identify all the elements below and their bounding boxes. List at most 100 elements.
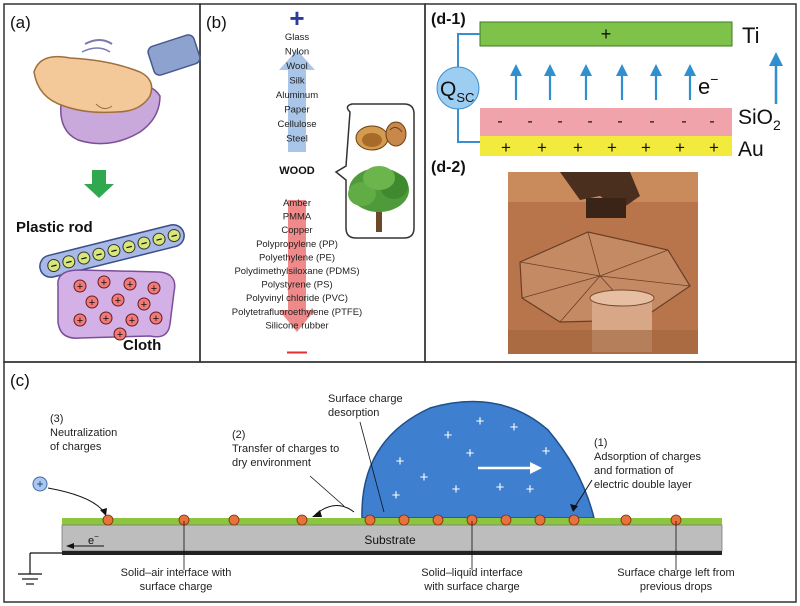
upper-material-item: Silk bbox=[289, 76, 305, 87]
neutralization-arrow bbox=[47, 487, 105, 513]
positive-charge-sign: + bbox=[153, 313, 159, 325]
upper-material-list: GlassNylonWoolSilkAluminumPaperCellulose… bbox=[276, 32, 318, 145]
au-positive-sign: + bbox=[641, 138, 651, 157]
positive-charge bbox=[73, 279, 87, 293]
drop-positive-sign: + bbox=[510, 419, 519, 436]
lower-material-item: Polystyrene (PS) bbox=[261, 280, 332, 291]
surface-charge bbox=[364, 514, 376, 526]
wood-label: WOOD bbox=[279, 165, 314, 177]
hand bbox=[33, 55, 153, 114]
electron-arrowhead bbox=[544, 64, 556, 76]
drop-positive-sign: + bbox=[392, 487, 401, 504]
drop-positive-sign: + bbox=[496, 479, 505, 496]
substrate-label: Substrate bbox=[364, 533, 416, 547]
mars-lander-photo bbox=[508, 172, 698, 354]
electron-flow-label: e− bbox=[88, 532, 99, 547]
annotation-line: (1) bbox=[594, 437, 607, 449]
upper-material-item: Nylon bbox=[285, 47, 309, 58]
plastic-rod-label: Plastic rod bbox=[16, 219, 93, 236]
annotation-line: and formation of bbox=[594, 465, 674, 477]
positive-charge bbox=[111, 293, 125, 307]
sio2-negative-sign: - bbox=[681, 113, 686, 130]
negative-charge bbox=[62, 255, 76, 269]
down-arrow-icon bbox=[84, 170, 114, 198]
surface-charge bbox=[534, 514, 546, 526]
au-charges: +++++++ bbox=[501, 138, 719, 157]
drop-positive-sign: + bbox=[476, 413, 485, 430]
annotation-line: desorption bbox=[328, 407, 379, 419]
positive-charge-sign: + bbox=[115, 295, 121, 307]
drop-positive-sign: + bbox=[542, 443, 551, 460]
negative-charge-sign: − bbox=[64, 256, 73, 269]
positive-charge-sign: + bbox=[89, 297, 95, 309]
annotation-line: (3) bbox=[50, 413, 63, 425]
surface-charge bbox=[102, 514, 114, 526]
desorption-annotation: Surface charge desorption bbox=[328, 393, 403, 419]
substrate-base bbox=[62, 551, 722, 555]
positive-charge bbox=[97, 275, 111, 289]
negative-charge-sign: − bbox=[95, 249, 104, 262]
au-electrode bbox=[480, 136, 732, 156]
negative-charge-sign: − bbox=[140, 237, 149, 250]
negative-charge bbox=[137, 236, 151, 250]
annotation-line: Transfer of charges to bbox=[232, 443, 339, 455]
drop-positive-sign: + bbox=[444, 427, 453, 444]
top-sign: + bbox=[289, 3, 304, 33]
positive-charge bbox=[147, 281, 161, 295]
lower-material-item: Polydimethylsiloxane (PDMS) bbox=[234, 266, 359, 277]
positive-charge bbox=[137, 297, 151, 311]
surface-charge bbox=[398, 514, 410, 526]
positive-charge-sign: + bbox=[103, 313, 109, 325]
electron-arrowhead bbox=[650, 64, 662, 76]
lower-material-item: Polyethylene (PE) bbox=[259, 252, 335, 263]
panel-a-label: (a) bbox=[10, 13, 31, 32]
lower-material-item: Amber bbox=[283, 198, 311, 209]
sio2-label: SiO2 bbox=[738, 106, 781, 133]
electron-flow-arrow bbox=[66, 543, 104, 549]
annotation-line: with surface charge bbox=[423, 581, 519, 593]
airborne-ion-sign: + bbox=[36, 477, 43, 491]
negative-charge bbox=[122, 240, 136, 254]
upper-material-item: Paper bbox=[284, 105, 309, 116]
drop-positive-ions: +++++++++++ bbox=[392, 413, 551, 504]
au-positive-sign: + bbox=[537, 138, 547, 157]
transfer-arrow bbox=[315, 505, 355, 515]
lower-material-item: Polyvinyl chloride (PVC) bbox=[246, 293, 348, 304]
panel-c-label: (c) bbox=[10, 371, 30, 390]
positive-charge bbox=[123, 277, 137, 291]
au-positive-sign: + bbox=[501, 138, 511, 157]
surface-charge bbox=[500, 514, 512, 526]
positive-charge-sign: + bbox=[77, 315, 83, 327]
negative-charge bbox=[152, 232, 166, 246]
ti-electrode bbox=[479, 21, 733, 47]
electron-arrows bbox=[510, 64, 696, 100]
electron-arrowhead bbox=[684, 64, 696, 76]
positive-charge bbox=[73, 313, 87, 327]
lower-material-item: Polypropylene (PP) bbox=[256, 239, 338, 250]
panel-d1-label: (d-1) bbox=[431, 11, 466, 28]
annotation-line: Solid–air interface with bbox=[121, 567, 232, 579]
au-positive-sign: + bbox=[709, 138, 719, 157]
panel-b-label: (b) bbox=[206, 13, 227, 32]
annotation-line: Neutralization bbox=[50, 427, 117, 439]
lower-material-item: Polytetrafluoroethylene (PTFE) bbox=[232, 307, 362, 318]
sio2-negative-sign: - bbox=[617, 113, 622, 130]
positive-charge bbox=[149, 311, 163, 325]
annotation-line: (2) bbox=[232, 429, 245, 441]
annotation-line: Surface charge bbox=[328, 393, 403, 405]
tree-icon bbox=[348, 166, 409, 232]
annotation-line: electric double layer bbox=[594, 479, 692, 491]
negative-charge-sign: − bbox=[155, 234, 164, 247]
negative-charge-sign: − bbox=[125, 241, 134, 254]
negative-charge bbox=[107, 244, 121, 258]
cloth-label: Cloth bbox=[123, 337, 161, 354]
ground-wire bbox=[18, 552, 62, 585]
sio2-negative-sign: - bbox=[587, 113, 592, 130]
positive-charge-sign: + bbox=[127, 279, 133, 291]
positive-charge-sign: + bbox=[77, 281, 83, 293]
au-label: Au bbox=[738, 138, 764, 161]
qsc-label: QSC bbox=[440, 78, 474, 105]
